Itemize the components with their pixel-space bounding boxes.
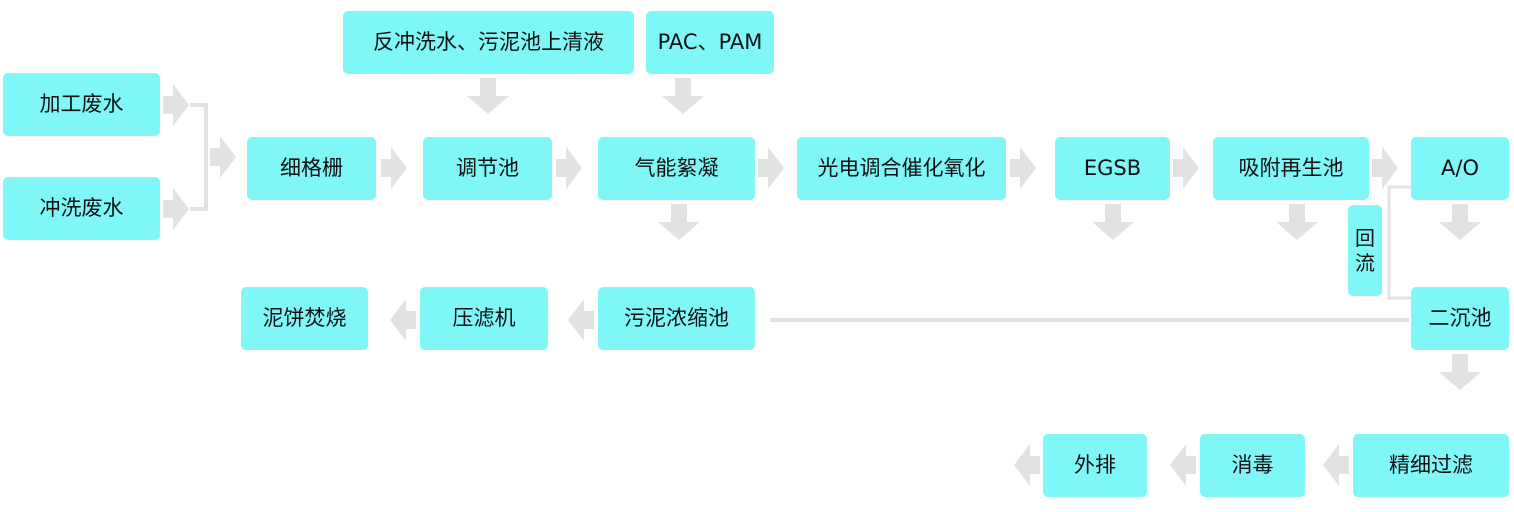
node-fine-screen: 细格栅 [247,137,376,200]
arrow-to-fine-screen [210,136,236,178]
node-disinfection: 消毒 [1200,434,1305,497]
node-sludge-thickener: 污泥浓缩池 [598,287,755,350]
node-backwash-supernatant: 反冲洗水、污泥池上清液 [343,11,634,74]
node-pac-pam: PAC、PAM [646,11,774,74]
arrow-ao-to-clarifier [1439,204,1481,240]
arrow-press-to-incineration [390,299,416,341]
arrow-regulating-to-flotation [556,147,582,189]
node-egsb: EGSB [1055,137,1170,200]
node-ao: A/O [1411,137,1509,200]
node-discharge: 外排 [1043,434,1147,497]
arrow-adsorption-to-ao [1372,147,1398,189]
node-photocatalytic-oxidation: 光电调合催化氧化 [797,137,1006,200]
node-sludge-cake-incineration: 泥饼焚烧 [241,287,368,350]
arrow-discharge-out [1014,444,1040,486]
arrow-flotation-sludge [658,204,700,240]
arrow-pac-pam-to-flotation [662,78,704,114]
node-secondary-clarifier: 二沉池 [1411,287,1509,350]
node-washing-wastewater: 冲洗废水 [3,177,160,240]
arrow-egsb-to-adsorption [1173,147,1199,189]
arrow-adsorption-sludge [1276,204,1318,240]
arrow-washing-wastewater [163,188,189,230]
arrow-disinfection-to-discharge [1170,444,1196,486]
arrow-supernatant-to-regulating [467,78,509,114]
node-adsorption-regeneration: 吸附再生池 [1213,137,1369,200]
arrow-thickener-to-press [568,299,594,341]
arrow-flotation-to-oxidation [758,147,784,189]
merge-bracket-line [190,103,208,211]
arrow-fine-screen-to-regulating [381,147,407,189]
node-air-flotation: 气能絮凝 [598,137,755,200]
arrow-egsb-sludge [1092,204,1134,240]
arrow-clarifier-to-filtration [1439,354,1481,390]
arrow-processing-wastewater [163,84,189,126]
node-processing-wastewater: 加工废水 [3,73,160,136]
node-regulating-tank: 调节池 [423,137,552,200]
reflux-line [1387,185,1411,300]
arrow-filtration-to-disinfection [1323,444,1349,486]
node-fine-filtration: 精细过滤 [1353,434,1509,497]
node-reflux: 回流 [1348,205,1382,296]
arrow-oxidation-to-egsb [1010,147,1036,189]
node-filter-press: 压滤机 [420,287,548,350]
